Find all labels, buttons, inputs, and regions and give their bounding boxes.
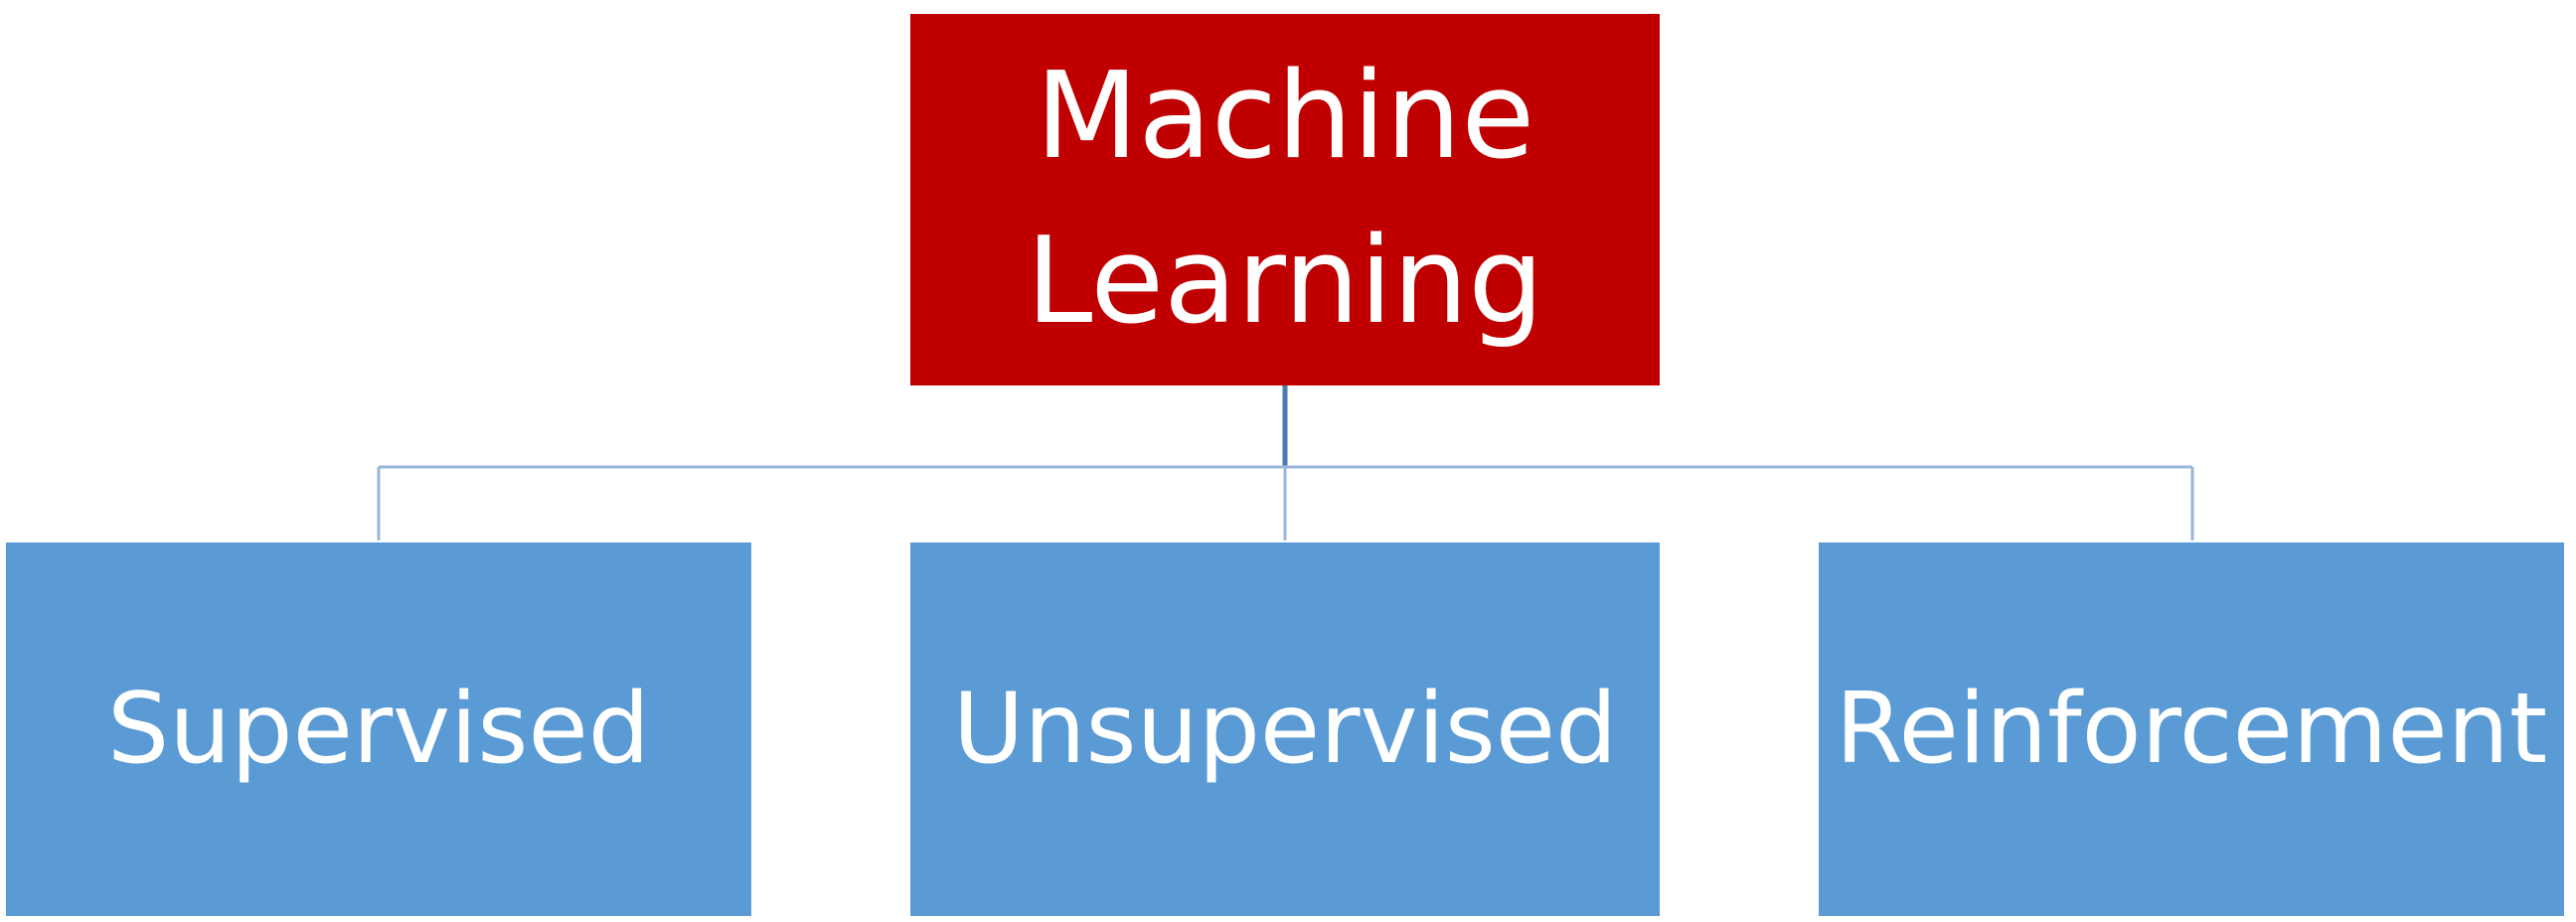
child-node-reinforcement: Reinforcement [1819, 542, 2564, 916]
child-node-unsupervised: Unsupervised [910, 542, 1660, 916]
child-node-label-supervised: Supervised [107, 673, 650, 786]
root-node-label: Machine Learning [1026, 48, 1544, 351]
child-node-supervised: Supervised [6, 542, 751, 916]
child-node-label-unsupervised: Unsupervised [952, 673, 1618, 786]
child-node-label-reinforcement: Reinforcement [1835, 673, 2548, 786]
root-node-machine-learning: Machine Learning [910, 14, 1660, 385]
